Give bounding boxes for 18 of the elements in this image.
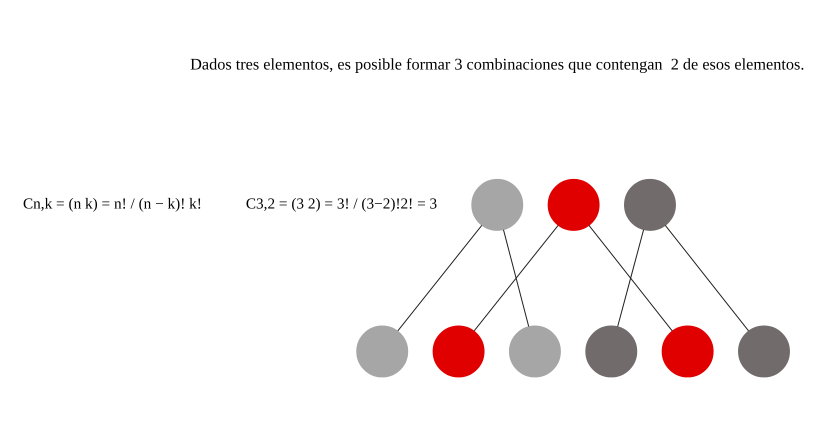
node-circle [584, 326, 637, 378]
connector [396, 225, 482, 332]
node-circle [661, 326, 714, 378]
node-circle [547, 178, 600, 231]
connector [588, 225, 672, 332]
node-circle [738, 326, 790, 378]
node-circle [508, 326, 560, 378]
node-circle [356, 326, 408, 378]
connector [502, 230, 529, 327]
connector [616, 230, 644, 327]
node-circle [624, 178, 676, 231]
node-circle [470, 178, 523, 231]
label: Cn,k = (n k) = n! / (n − k)! k! [22, 195, 202, 212]
connector [473, 225, 558, 332]
connector [664, 225, 748, 332]
label: Dados tres elementos, es posible formar 3 combinaciones que contengan 2 de esos elementos. [190, 54, 804, 74]
node-circle [432, 326, 484, 378]
label: C3,2 = (3 2) = 3! / (3−2)!2! = 3 [245, 195, 437, 212]
